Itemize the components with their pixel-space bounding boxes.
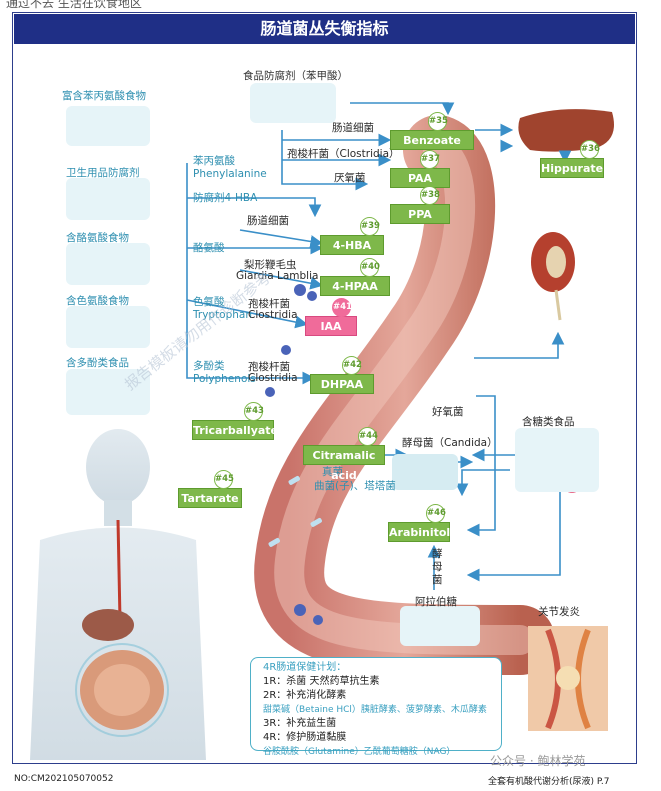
label-clost2-cn: 孢梭杆菌 [248,361,290,373]
label-sugar-foods: 含糖类食品 [522,416,575,428]
marker-citramalic: Citramalic acid [303,445,385,482]
bottom-watermark: 公众号 · 鲍林学苑 [490,754,586,768]
page-title: 肠道菌丛失衡指标 [14,14,635,44]
badge-36: #36 [580,140,600,159]
food-box-preservative [250,83,336,123]
plan-line-5: 4R：修护肠道黏膜 [263,732,347,743]
footer-page-info: 全套有机酸代谢分析(尿液) P.7 [488,777,610,787]
label-poly-cn: 多酚类 [193,360,225,372]
footer-doc-number: NO:CM202105070052 [14,774,114,784]
marker-iaa: IAA [305,316,357,336]
food-box-tyrosine [66,243,150,285]
badge-42: #42 [342,356,362,375]
label-hygiene: 卫生用品防腐剂 [66,167,140,179]
badge-45: #45 [214,470,234,489]
plan-line-3: 甜菜碱（Betaine HCl）胰脏酵素、菠萝酵素、木瓜酵素 [263,705,487,715]
label-arabinose: 阿拉伯糖 [415,596,457,608]
marker-benzoate: Benzoate [390,130,474,150]
label-arthritis: 关节发炎 [538,606,580,618]
label-phe-cn: 苯丙氨酸 [193,155,235,167]
label-tyr-foods: 含酪氨酸食物 [66,232,129,244]
label-phe-foods: 富含苯丙氨酸食物 [62,90,146,102]
marker-ppa: PPA [390,204,450,224]
label-clostridia: 孢梭杆菌（Clostridia） [287,148,400,160]
label-poly-foods: 含多酚类食品 [66,357,129,369]
label-anaerobe: 厌氧菌 [334,172,366,184]
marker-4hpaa: 4-HPAA [320,276,390,296]
food-box-sugar [515,428,599,492]
label-candida: 酵母菌（Candida） [402,437,498,449]
badge-44: #44 [358,427,378,446]
knee-illustration [528,626,608,731]
marker-dhpaa: DHPAA [310,374,374,394]
food-box-phenylalanine [66,106,150,146]
marker-tricarballyate: Tricarballyate [192,420,278,440]
plan-line-4: 3R：补充益生菌 [263,718,337,729]
marker-arabinitol: Arabinitol [388,522,450,542]
label-preservative: 食品防腐剂（苯甲酸） [243,70,348,82]
plan-title: 4R肠道保健计划： [263,662,347,673]
label-gut-bacteria-1: 肠道细菌 [332,122,374,134]
label-clost2-en: Clostridia [248,372,298,384]
plan-line-6: 谷胺酰胺（Glutamine）乙酰葡萄糖胺（NAG） [263,747,456,757]
label-fungus-1: 真菌 [322,466,343,479]
food-box-hygiene [66,178,150,220]
label-yeast-vertical: 酵母菌 [432,548,443,586]
plan-box: 4R肠道保健计划： 1R：杀菌 天然药草抗生素 2R：补充消化酵素 甜菜碱（Be… [250,657,502,757]
label-clost-en: Clostridia [248,309,298,321]
label-phe-en: Phenylalanine [193,168,267,180]
label-poly-en: Polyphenols [193,373,256,385]
label-trp-foods: 含色氨酸食物 [66,295,129,307]
label-4hba-preservative: 防腐剂4-HBA [193,192,258,204]
label-tyr: 酪氨酸 [193,242,225,254]
label-fungus-2: 曲菌(子)、塔塔菌 [314,480,396,492]
top-caption: 通过不去 生活在饮食地区 [6,0,142,10]
marker-tartarate: Tartarate [178,488,242,508]
marker-hippurate: Hippurate [540,158,604,178]
marker-4hba: 4-HBA [320,235,384,255]
food-box-arabinose [400,606,480,646]
label-giardia-en: Giardia Lamblia [236,270,319,282]
label-aerobe: 好氧菌 [432,406,464,418]
label-clost-cn: 孢梭杆菌 [248,298,290,310]
badge-37: #37 [420,150,440,169]
marker-paa: PAA [390,168,450,188]
food-box-tryptophan [66,306,150,348]
badge-38: #38 [420,186,440,205]
badge-39: #39 [360,217,380,236]
plan-line-2: 2R：补充消化酵素 [263,690,347,701]
badge-35: #35 [428,112,448,131]
badge-41: #41 [332,298,352,317]
badge-43: #43 [244,402,264,421]
badge-46: #46 [426,504,446,523]
plan-line-1: 1R：杀菌 天然药草抗生素 [263,676,380,687]
label-gut-bacteria-2: 肠道细菌 [247,215,289,227]
label-trp-en: Tryptophan [193,309,253,321]
food-box-fungus [392,454,458,490]
food-box-polyphenol [66,369,150,415]
badge-40: #40 [360,258,380,277]
label-trp-cn: 色氨酸 [193,296,225,308]
kidney-illustration [531,232,575,321]
human-body-illustration [30,429,206,760]
label-giardia-cn: 梨形鞭毛虫 [244,259,297,271]
